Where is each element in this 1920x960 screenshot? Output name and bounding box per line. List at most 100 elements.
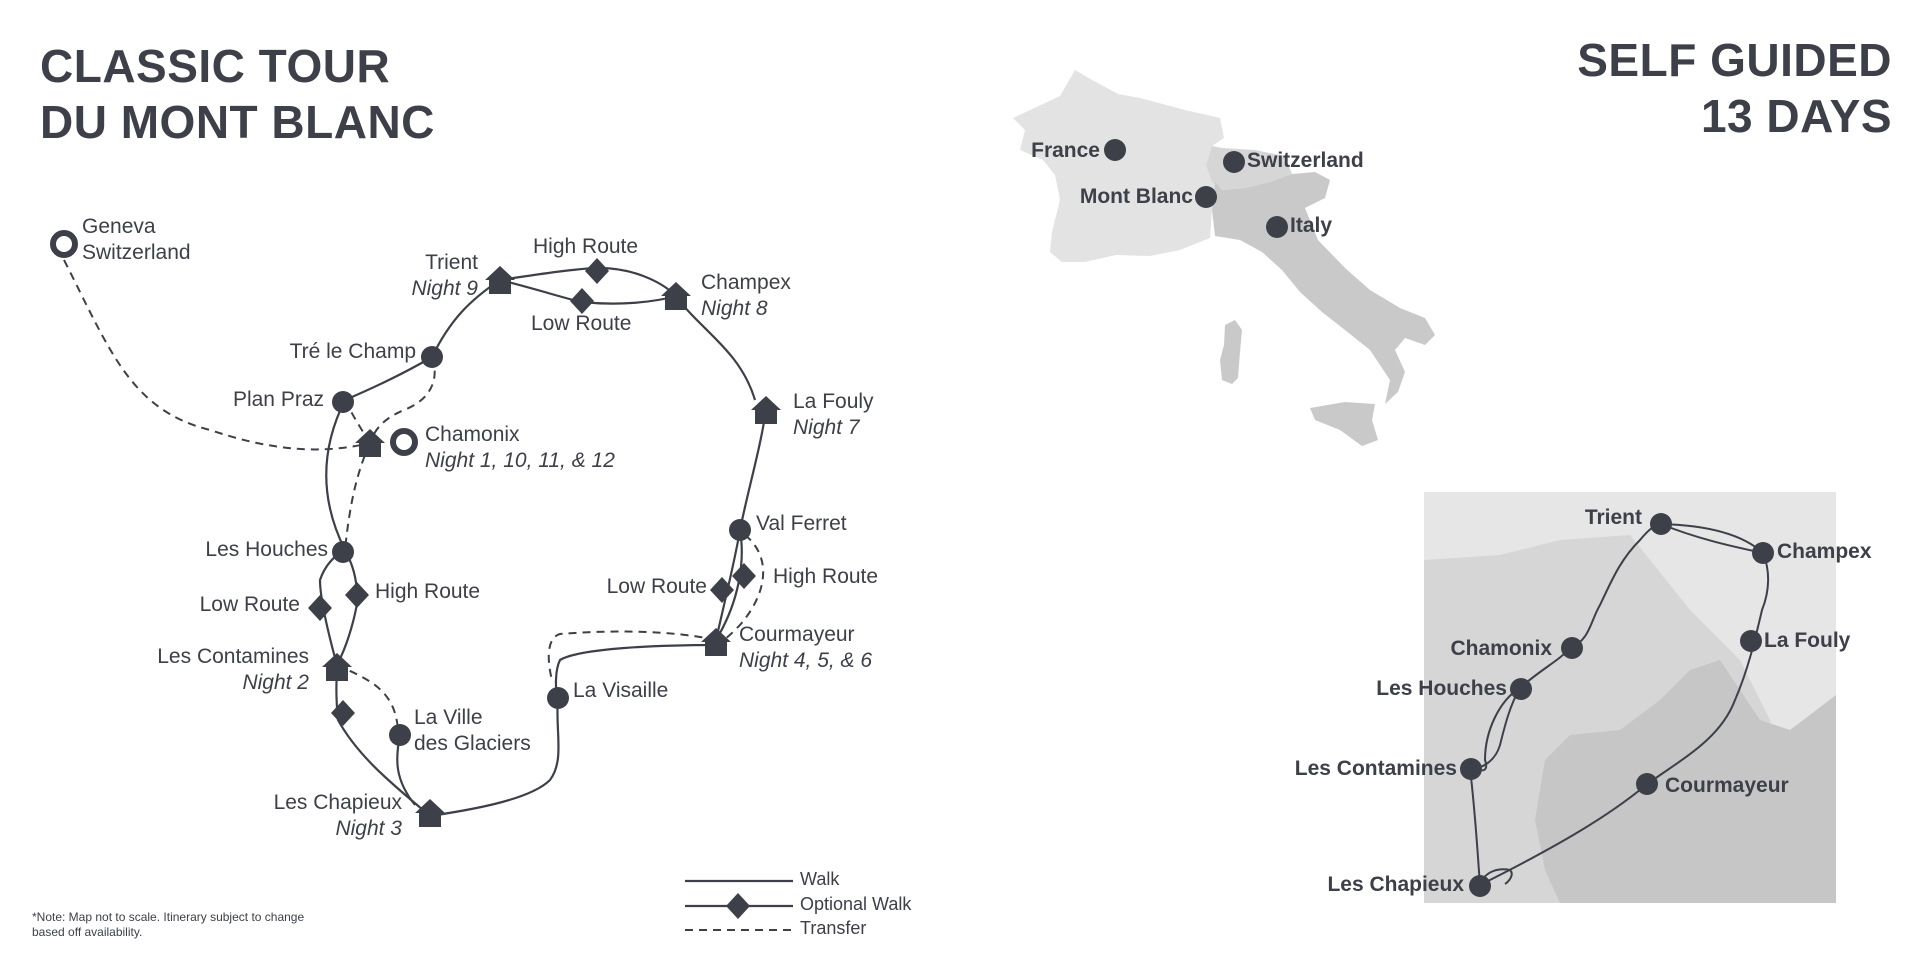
champex-label: Champex Night 8 bbox=[701, 270, 791, 322]
courmayeur-night: Night 4, 5, & 6 bbox=[739, 649, 873, 672]
inset-dot-les-chapieux bbox=[1469, 875, 1491, 897]
geneva-label: Geneva Switzerland bbox=[82, 214, 191, 266]
inset-la-fouly-label: La Fouly bbox=[1764, 629, 1851, 652]
main-title-line-2: DU MONT BLANC bbox=[40, 96, 435, 148]
mont-blanc-dot bbox=[1195, 186, 1217, 208]
inset-champex-label: Champex bbox=[1777, 540, 1872, 563]
geneva-label-line-2: Switzerland bbox=[82, 241, 191, 264]
high-route-left-label: High Route bbox=[375, 580, 481, 603]
inset-les-chapieux-label: Les Chapieux bbox=[1327, 873, 1464, 896]
inset-dot-chamonix bbox=[1561, 637, 1583, 659]
tour-type-title: SELF GUIDED 13 DAYS bbox=[1577, 32, 1892, 144]
transfer-chamonix-les-houches bbox=[344, 442, 371, 551]
chamonix-house-icon bbox=[355, 429, 385, 457]
italy-label: Italy bbox=[1290, 214, 1333, 237]
inset-dot-les-houches bbox=[1510, 678, 1532, 700]
inset-dot-courmayeur bbox=[1636, 773, 1658, 795]
inset-region-dark bbox=[1535, 660, 1836, 903]
chamonix-ring-marker bbox=[390, 428, 418, 456]
france-dot bbox=[1104, 139, 1126, 161]
chamonix-night: Night 1, 10, 11, & 12 bbox=[425, 449, 615, 472]
mont-blanc-label: Mont Blanc bbox=[1079, 185, 1193, 208]
route-les-houches-plan-praz bbox=[325, 399, 346, 551]
main-title-line-1: CLASSIC TOUR bbox=[40, 40, 391, 92]
high-route-top-diamond bbox=[585, 258, 609, 284]
country-map bbox=[1013, 70, 1435, 446]
val-ferret-dot bbox=[729, 519, 751, 541]
corsica-sardinia-shape bbox=[1220, 320, 1242, 384]
inset-les-houches-label: Les Houches bbox=[1376, 677, 1507, 700]
chamonix-name: Chamonix bbox=[425, 423, 520, 446]
champex-name: Champex bbox=[701, 271, 791, 294]
transfer-geneva-chamonix bbox=[63, 259, 371, 451]
les-contamines-house-icon bbox=[322, 653, 352, 681]
la-fouly-house-icon bbox=[751, 396, 781, 424]
low-route-top-label: Low Route bbox=[531, 312, 632, 335]
inset-dot-les-contamines bbox=[1460, 758, 1482, 780]
plan-praz-label: Plan Praz bbox=[232, 388, 324, 411]
legend bbox=[685, 879, 793, 931]
high-route-right-label: High Route bbox=[773, 565, 879, 588]
sicily-shape bbox=[1310, 402, 1378, 446]
low-route-right-label: Low Route bbox=[606, 575, 707, 598]
courmayeur-house-icon bbox=[701, 628, 731, 656]
la-visaille-label: La Visaille bbox=[573, 679, 669, 702]
low-route-left-label: Low Route bbox=[199, 593, 300, 616]
tre-le-champ-label: Tré le Champ bbox=[289, 340, 416, 363]
route-la-visaille-les-chapieux bbox=[429, 697, 560, 818]
italy-shape bbox=[1212, 172, 1435, 404]
inset-dot-champex bbox=[1752, 542, 1774, 564]
route-contamines-houches-high bbox=[336, 549, 359, 666]
tour-type-line-2: 13 DAYS bbox=[1700, 90, 1892, 142]
la-fouly-name: La Fouly bbox=[793, 390, 874, 413]
transfer-tre-le-champ-chamonix bbox=[369, 356, 436, 444]
main-title: CLASSIC TOUR DU MONT BLANC bbox=[40, 38, 435, 150]
legend-walk-label: Walk bbox=[800, 869, 840, 889]
transfer-contamines-la-ville bbox=[336, 664, 399, 731]
plan-praz-dot bbox=[332, 391, 354, 413]
inset-trient-label: Trient bbox=[1584, 506, 1642, 529]
transfer-courmayeur-la-visaille bbox=[547, 630, 717, 681]
les-contamines-label: Les Contamines Night 2 bbox=[157, 644, 309, 696]
trient-name: Trient bbox=[425, 251, 478, 274]
les-houches-label: Les Houches bbox=[205, 538, 328, 561]
champex-night: Night 8 bbox=[701, 297, 768, 320]
switzerland-dot bbox=[1223, 151, 1245, 173]
les-houches-dot bbox=[332, 541, 354, 563]
les-chapieux-name: Les Chapieux bbox=[273, 791, 402, 814]
courmayeur-name: Courmayeur bbox=[739, 623, 855, 646]
la-fouly-night: Night 7 bbox=[793, 416, 860, 439]
disclaimer-note: *Note: Map not to scale. Itinerary subje… bbox=[32, 910, 305, 939]
geneva-label-line-1: Geneva bbox=[82, 215, 156, 238]
la-ville-line-1: La Ville bbox=[414, 706, 483, 729]
legend-optional-diamond bbox=[726, 893, 750, 919]
trient-label: Trient Night 9 bbox=[411, 250, 478, 302]
les-chapieux-night: Night 3 bbox=[335, 817, 402, 840]
legend-transfer-label: Transfer bbox=[800, 918, 867, 938]
courmayeur-label: Courmayeur Night 4, 5, & 6 bbox=[739, 622, 872, 674]
la-ville-line-2: des Glaciers bbox=[414, 732, 531, 755]
switzerland-label: Switzerland bbox=[1247, 149, 1364, 172]
inset-courmayeur-label: Courmayeur bbox=[1665, 774, 1789, 797]
high-route-right-diamond bbox=[732, 563, 756, 589]
les-chapieux-label: Les Chapieux Night 3 bbox=[274, 790, 402, 842]
la-fouly-label: La Fouly Night 7 bbox=[793, 389, 874, 441]
tre-le-champ-dot bbox=[421, 346, 443, 368]
route-les-chapieux-les-contamines bbox=[335, 669, 431, 817]
inset-dot-la-fouly bbox=[1740, 630, 1762, 652]
trient-night: Night 9 bbox=[411, 277, 478, 300]
low-route-top-diamond bbox=[570, 288, 594, 314]
les-chapieux-house-icon bbox=[415, 799, 445, 827]
inset-map bbox=[1424, 492, 1836, 903]
val-ferret-label: Val Ferret bbox=[756, 512, 847, 535]
contamines-chapieux-diamond bbox=[331, 700, 355, 726]
inset-chamonix-label: Chamonix bbox=[1450, 637, 1552, 660]
high-route-top-label: High Route bbox=[533, 235, 639, 258]
les-contamines-night: Night 2 bbox=[242, 671, 309, 694]
inset-dot-trient bbox=[1650, 513, 1672, 535]
route-courmayeur-la-visaille bbox=[554, 643, 717, 699]
france-shape bbox=[1013, 70, 1224, 262]
legend-optional-walk-label: Optional Walk bbox=[800, 894, 912, 914]
inset-route bbox=[1468, 523, 1770, 887]
